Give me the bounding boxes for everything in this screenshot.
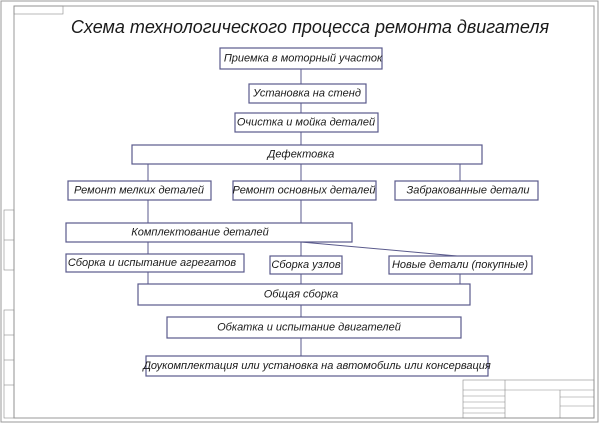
svg-text:Забракованные детали: Забракованные детали — [406, 185, 529, 197]
svg-text:Общая сборка: Общая сборка — [264, 289, 339, 301]
step-new-parts: Новые детали (покупные) — [388, 255, 533, 275]
step-run-in: Обкатка и испытание двигателей — [166, 316, 462, 339]
svg-text:Ремонт мелких деталей: Ремонт мелких деталей — [74, 185, 204, 197]
svg-text:Установка на стенд: Установка на стенд — [252, 88, 361, 100]
step-mounting: Установка на стенд — [248, 83, 367, 104]
svg-text:Ремонт основных деталей: Ремонт основных деталей — [233, 185, 376, 197]
step-final: Доукомплектация или установка на автомоб… — [141, 355, 491, 377]
step-cleaning: Очистка и мойка деталей — [234, 112, 379, 133]
step-rejected: Забракованные детали — [394, 180, 539, 201]
step-main-repair: Ремонт основных деталей — [232, 180, 377, 201]
title-block — [462, 379, 595, 419]
step-reception: Приемка в моторный участок — [219, 47, 383, 70]
svg-text:Доукомплектация или установка: Доукомплектация или установка на автомоб… — [141, 360, 491, 372]
svg-text:Приемка в моторный участок: Приемка в моторный участок — [224, 53, 383, 65]
svg-text:Комплектование деталей: Комплектование деталей — [131, 227, 269, 239]
top-left-stamp — [13, 5, 64, 15]
svg-text:Очистка и мойка деталей: Очистка и мойка деталей — [237, 117, 375, 129]
svg-text:Новые детали (покупные): Новые детали (покупные) — [392, 259, 528, 271]
svg-text:Обкатка и испытание двигателей: Обкатка и испытание двигателей — [217, 322, 401, 334]
diagram-title: Схема технологического процесса ремонта … — [71, 17, 550, 37]
left-margin-stamps — [3, 209, 15, 419]
svg-text:Сборка и испытание агрегатов: Сборка и испытание агрегатов — [68, 257, 237, 269]
connectors — [147, 69, 461, 356]
step-small-repair: Ремонт мелких деталей — [67, 180, 212, 201]
svg-text:Сборка узлов: Сборка узлов — [271, 259, 340, 271]
svg-text:Дефектовка: Дефектовка — [266, 149, 335, 161]
step-general-assembly: Общая сборка — [137, 283, 471, 306]
step-defect: Дефектовка — [131, 144, 483, 165]
step-units-assembly: Сборка и испытание агрегатов — [65, 253, 245, 273]
step-nodes-assembly: Сборка узлов — [269, 255, 343, 275]
step-kitting: Комплектование деталей — [65, 222, 353, 243]
